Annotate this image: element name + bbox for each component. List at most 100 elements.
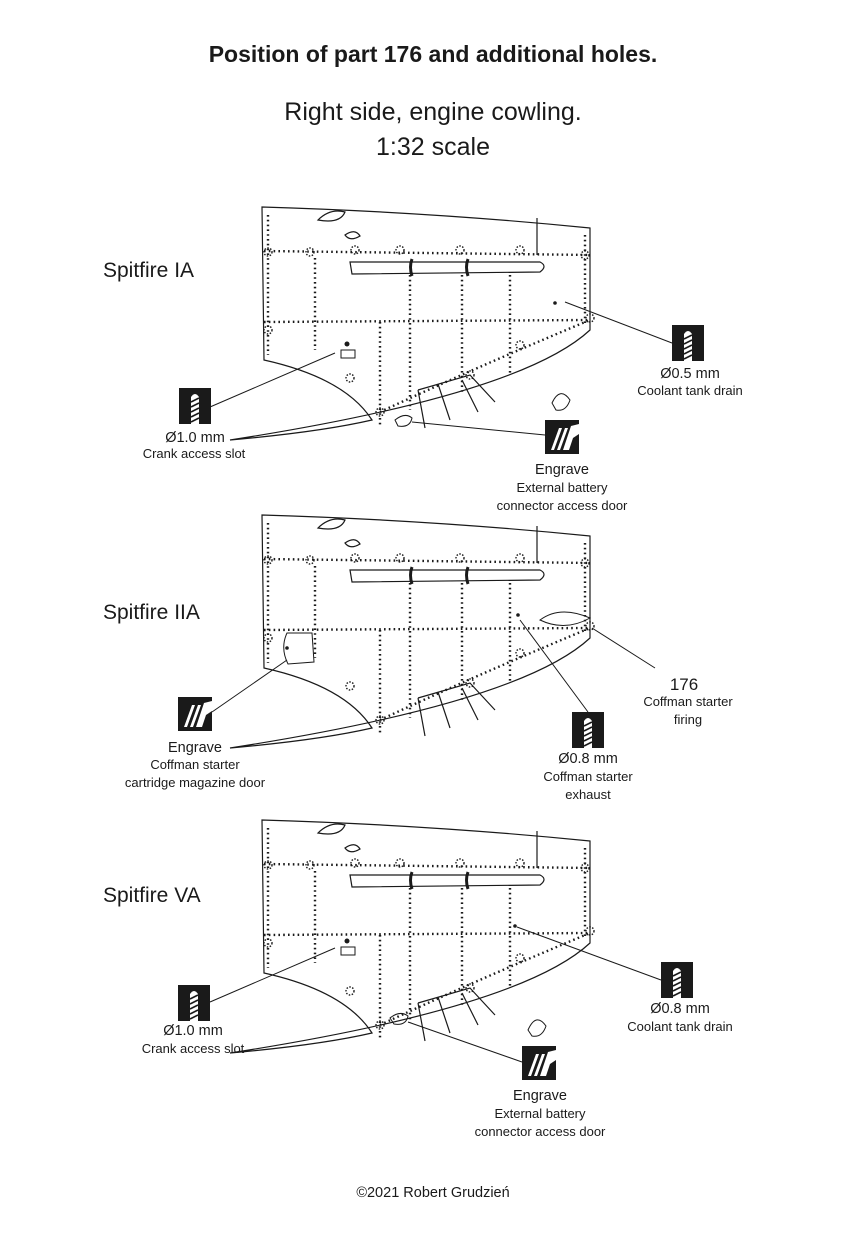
fastener	[345, 681, 355, 691]
fastener	[350, 858, 360, 868]
engrave-label: Engrave	[168, 740, 222, 756]
exhaust-clamp	[409, 566, 470, 585]
crank-access-slot	[340, 349, 356, 359]
fastener	[515, 340, 525, 350]
fastener	[585, 621, 595, 631]
callout-desc: External battery	[516, 480, 608, 495]
callout-desc: External battery	[494, 1106, 586, 1121]
fastener	[515, 858, 525, 868]
callout-desc: Crank access slot	[142, 1041, 245, 1056]
leader-line	[209, 301, 673, 436]
fastener	[263, 247, 273, 257]
exhaust-stub	[349, 261, 545, 275]
variant-label: Spitfire IIA	[103, 601, 200, 624]
fastener	[585, 313, 595, 323]
battery-door-detail	[551, 393, 571, 411]
access-door-frame	[417, 682, 496, 737]
access-door-frame	[417, 374, 496, 429]
fastener	[580, 250, 590, 260]
battery-door-outline	[394, 414, 413, 427]
hole-size: Ø1.0 mm	[163, 1023, 223, 1039]
cowling-outline	[229, 819, 591, 1054]
engrave-icon	[522, 1046, 556, 1080]
fastener	[305, 555, 315, 565]
battery-door-detail	[527, 1019, 547, 1037]
rivet-line	[263, 626, 591, 632]
fairing-outline	[316, 518, 361, 548]
callout-desc: Coffman starter	[543, 769, 633, 784]
fastener	[345, 373, 355, 383]
callout-desc: connector access door	[475, 1124, 606, 1139]
engrave-label: Engrave	[535, 462, 589, 478]
fastener	[350, 245, 360, 255]
cowling-outline	[229, 206, 591, 441]
fastener	[395, 553, 405, 563]
panel-spitfire-iia: Spitfire IIA Engrave Coffman starter car…	[103, 601, 733, 802]
rivet-line	[263, 557, 591, 565]
drill-icon	[178, 387, 212, 425]
hole-mark	[344, 341, 350, 347]
fastener	[263, 325, 273, 335]
cowling-panel	[229, 819, 595, 1054]
cowling-panel	[229, 206, 595, 441]
subtitle-view: Right side, engine cowling.	[284, 98, 581, 126]
callout-desc: Coffman starter	[643, 694, 733, 709]
part-176-outline	[539, 611, 592, 626]
rivet-line	[263, 931, 591, 937]
fastener	[455, 858, 465, 868]
fastener	[455, 553, 465, 563]
fastener	[585, 926, 595, 936]
subtitle-scale: 1:32 scale	[376, 133, 490, 161]
hole-mark	[516, 613, 520, 617]
hole-size: Ø0.5 mm	[660, 366, 720, 382]
callout-desc: firing	[674, 712, 702, 727]
fastener	[515, 648, 525, 658]
callout-desc: connector access door	[497, 498, 628, 513]
fastener	[375, 407, 385, 417]
fastener	[263, 555, 273, 565]
exhaust-stub	[349, 569, 545, 583]
fastener	[375, 1020, 385, 1030]
fairing-outline	[316, 823, 361, 853]
battery-door-outline	[389, 1012, 409, 1025]
leader-line	[209, 926, 662, 1063]
fastener	[515, 953, 525, 963]
callout-desc: Crank access slot	[143, 446, 246, 461]
callout-desc: exhaust	[565, 787, 611, 802]
exhaust-clamp	[409, 871, 470, 890]
rivet-line	[379, 931, 591, 1027]
engrave-label: Engrave	[513, 1088, 567, 1104]
fastener	[465, 983, 475, 993]
fastener	[345, 986, 355, 996]
fastener	[305, 247, 315, 257]
callout-desc: cartridge magazine door	[125, 775, 266, 790]
hole-size: Ø1.0 mm	[165, 430, 225, 446]
rivet-line	[263, 318, 591, 324]
cowling-outline	[229, 514, 591, 749]
hole-mark	[344, 938, 350, 944]
fastener	[515, 245, 525, 255]
fairing-outline	[316, 210, 361, 240]
callout-desc: Coolant tank drain	[627, 1019, 733, 1034]
drill-icon	[671, 324, 705, 362]
drill-icon	[177, 984, 211, 1022]
crank-access-slot	[340, 946, 356, 956]
callout-desc: Coffman starter	[150, 757, 240, 772]
panel-spitfire-va: Spitfire VA Ø1.0 mm Crank access slot Ø0…	[103, 884, 733, 1139]
fastener	[580, 863, 590, 873]
panel-spitfire-ia: Spitfire IA Ø1.0 mm Crank access slot Ø0…	[103, 259, 743, 513]
leader-line	[211, 619, 656, 713]
variant-label: Spitfire VA	[103, 884, 201, 907]
fastener	[455, 245, 465, 255]
drill-icon	[571, 711, 605, 749]
hole-mark	[553, 301, 557, 305]
rivet-line	[379, 318, 591, 414]
callout-desc: Coolant tank drain	[637, 383, 743, 398]
fastener	[263, 860, 273, 870]
page-title: Position of part 176 and additional hole…	[209, 41, 658, 67]
fastener	[580, 558, 590, 568]
engrave-icon	[545, 420, 579, 454]
fastener	[515, 553, 525, 563]
fastener	[263, 633, 273, 643]
